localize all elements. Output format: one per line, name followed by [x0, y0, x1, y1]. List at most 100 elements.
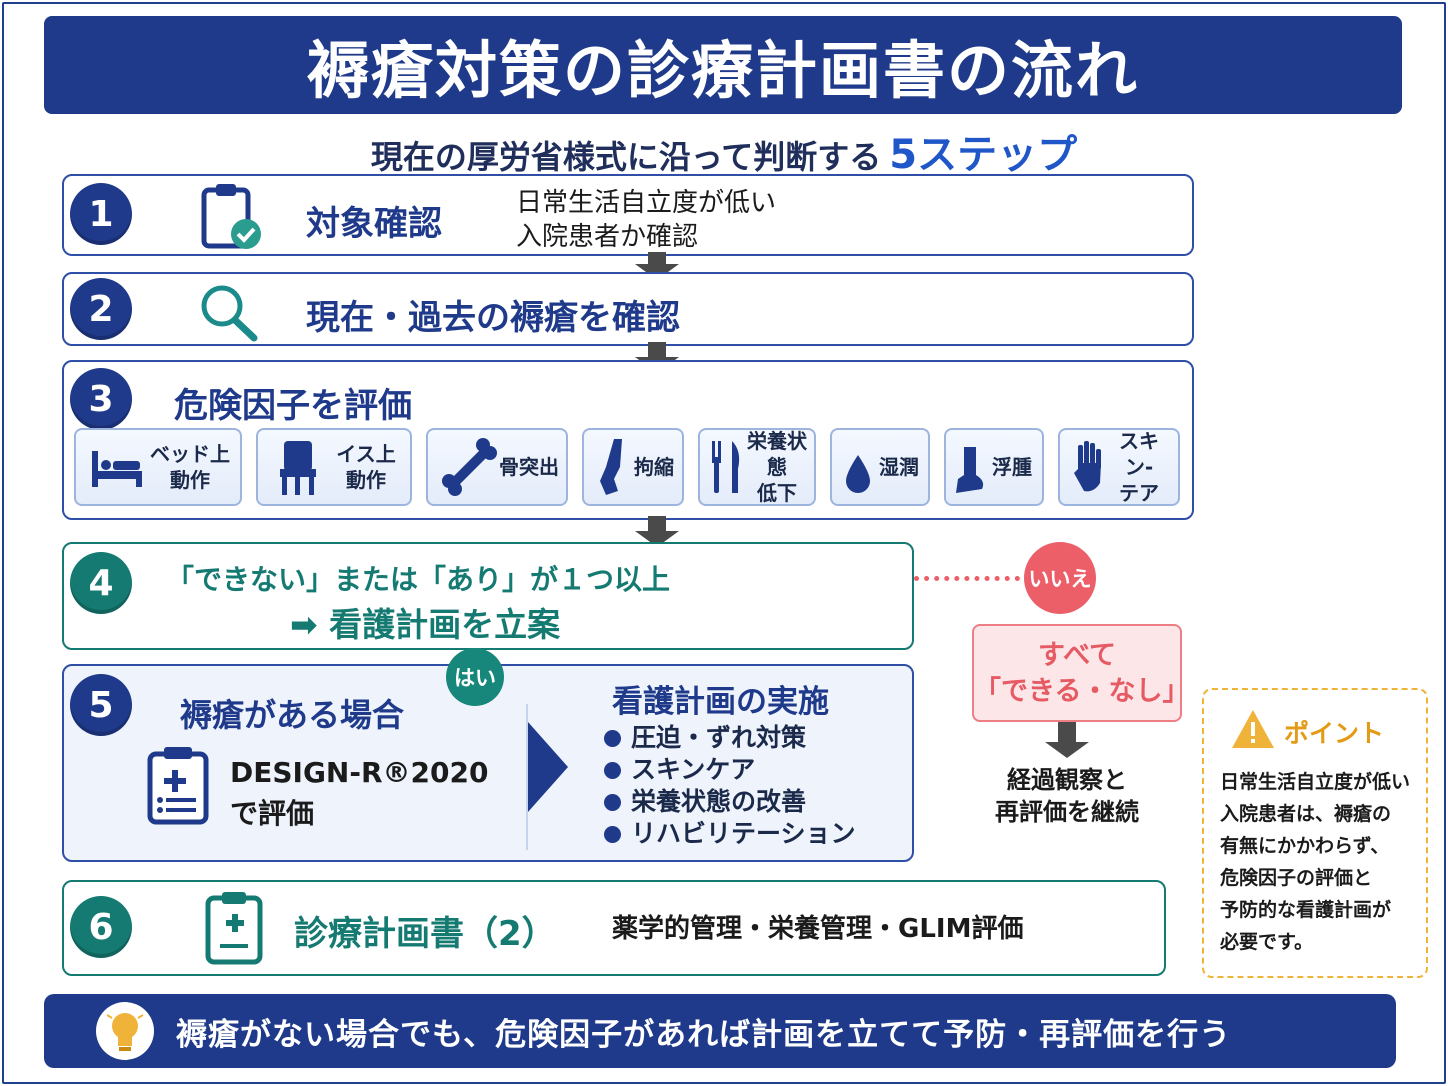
list-item: 圧迫・ずれ対策 — [604, 722, 856, 754]
factor-chair-line2: 動作 — [346, 468, 386, 492]
plan-item-text: 栄養状態の改善 — [631, 787, 807, 816]
fork-knife-icon — [712, 441, 740, 493]
foot-icon — [956, 447, 984, 493]
step-4-number: 4 — [70, 552, 132, 614]
step-4-action: ➡ 看護計画を立案 — [290, 598, 560, 646]
factor-bone: 骨突出 — [426, 428, 568, 506]
factor-nutrition: 栄養状態低下 — [698, 428, 816, 506]
bottom-message: 褥瘡がない場合でも、危険因子があれば計画を立てて予防・再評価を行う — [176, 1016, 1232, 1053]
point-line: 入院患者は、褥瘡の — [1220, 803, 1392, 825]
plan-item-text: 圧迫・ずれ対策 — [631, 723, 807, 752]
factor-skin-tear-line1: スキン- — [1119, 429, 1159, 479]
plan-title: 看護計画の実施 — [612, 684, 829, 720]
factor-bed: ベッド上動作 — [74, 428, 242, 506]
factor-moisture: 湿潤 — [830, 428, 930, 506]
step-5-divider — [526, 704, 528, 850]
all-ok-box: すべて 「できる・なし」 — [972, 624, 1190, 722]
lightbulb-icon — [96, 1002, 154, 1060]
factor-skin-tear-line2: テア — [1119, 481, 1159, 505]
step-6-desc: 薬学的管理・栄養管理・GLIM評価 — [612, 914, 1024, 944]
magnifier-icon — [201, 285, 258, 342]
plan-list: 圧迫・ずれ対策 スキンケア 栄養状態の改善 リハビリテーション — [604, 722, 856, 850]
step-4-arrow-icon: ➡ — [290, 605, 330, 644]
step-3-number: 3 — [70, 368, 132, 430]
subtitle-accent: 5ステップ — [889, 132, 1078, 178]
bullet-icon — [604, 761, 621, 779]
title-banner: 褥瘡対策の診療計画書の流れ — [44, 16, 1402, 114]
point-line: 有無にかかわらず、 — [1220, 835, 1390, 857]
bed-icon — [92, 451, 142, 487]
factor-chair: イス上動作 — [256, 428, 412, 506]
result-line1: 経過観察と — [1007, 766, 1127, 794]
factor-contracture: 拘縮 — [582, 428, 684, 506]
subtitle-text: 現在の厚労省様式に沿って判断する — [370, 138, 882, 176]
point-line: 必要です。 — [1220, 931, 1314, 953]
step-1-title: 対象確認 — [306, 204, 442, 244]
warning-icon — [1232, 710, 1274, 748]
drop-icon — [846, 455, 870, 493]
point-line: 危険因子の評価と — [1220, 867, 1373, 889]
clipboard-medical-icon — [147, 747, 209, 825]
arrow-3-4-shaft — [648, 516, 666, 532]
bottom-banner: 褥瘡がない場合でも、危険因子があれば計画を立てて予防・再評価を行う — [44, 994, 1396, 1068]
point-line: 予防的な看護計画が — [1220, 899, 1392, 921]
clipboard-check-icon — [201, 184, 261, 249]
factor-moisture-label: 湿潤 — [879, 455, 919, 479]
point-box: ポイント 日常生活自立度が低い 入院患者は、褥瘡の 有無にかかわらず、 危険因子… — [1202, 688, 1428, 978]
step-4-condition: 「できない」または「あり」が１つ以上 — [166, 563, 671, 596]
point-title: ポイント — [1284, 719, 1385, 748]
step-1-desc-line1: 日常生活自立度が低い — [516, 188, 777, 218]
factor-edema: 浮腫 — [944, 428, 1044, 506]
list-item: スキンケア — [604, 754, 856, 786]
step-1-number: 1 — [70, 183, 132, 245]
no-badge: いいえ — [1024, 542, 1096, 614]
list-item: 栄養状態の改善 — [604, 786, 856, 818]
no-branch-result: 経過観察と 再評価を継続 — [972, 764, 1162, 828]
step-6-title: 診療計画書（2） — [294, 914, 556, 954]
page-title: 褥瘡対策の診療計画書の流れ — [306, 34, 1139, 107]
factor-nutrition-line1: 栄養状態 — [747, 429, 807, 479]
no-branch-dashed-line — [914, 576, 1030, 581]
arrow-1-2-shaft — [648, 252, 666, 266]
factor-bone-label: 骨突出 — [499, 455, 559, 479]
factor-bed-line1: ベッド上 — [150, 442, 230, 466]
bone-icon — [442, 438, 497, 496]
arrow-2-3-shaft — [648, 342, 666, 358]
chevron-right-icon — [528, 722, 568, 812]
clipboard-plus-icon — [205, 892, 263, 965]
list-item: リハビリテーション — [604, 818, 856, 850]
point-line: 日常生活自立度が低い — [1220, 771, 1411, 793]
arm-icon — [600, 439, 622, 495]
all-ok-line1: すべて — [1037, 640, 1117, 671]
factor-skin-tear: スキン-テア — [1058, 428, 1180, 506]
step-2-title: 現在・過去の褥瘡を確認 — [306, 298, 680, 338]
evaluate-label: で評価 — [230, 797, 315, 830]
hand-icon — [1074, 441, 1101, 492]
step-5-title: 褥瘡がある場合 — [180, 696, 405, 734]
arrow-no-result-head — [1045, 742, 1089, 758]
step-4-box — [62, 542, 914, 650]
factor-chair-line1: イス上 — [336, 442, 396, 466]
step-5-number: 5 — [70, 674, 132, 736]
factor-bed-line2: 動作 — [170, 468, 210, 492]
point-text: 日常生活自立度が低い 入院患者は、褥瘡の 有無にかかわらず、 危険因子の評価と … — [1220, 766, 1410, 958]
all-ok-line2: 「できる・なし」 — [974, 676, 1190, 707]
chair-icon — [280, 441, 316, 495]
step-2-number: 2 — [70, 278, 132, 340]
bullet-icon — [604, 729, 621, 747]
plan-item-text: リハビリテーション — [631, 819, 856, 848]
result-line2: 再評価を継続 — [995, 798, 1139, 826]
design-r-label: DESIGN-R®2020 — [230, 756, 489, 789]
factor-contracture-label: 拘縮 — [634, 455, 674, 479]
step-6-number: 6 — [70, 896, 132, 958]
bullet-icon — [604, 825, 621, 843]
arrow-no-result-shaft — [1058, 722, 1076, 744]
step-4-action-text: 看護計画を立案 — [329, 605, 561, 644]
yes-badge: はい — [446, 648, 504, 706]
factor-nutrition-line2: 低下 — [757, 481, 797, 505]
factor-edema-label: 浮腫 — [992, 455, 1032, 479]
step-3-title: 危険因子を評価 — [174, 386, 412, 426]
bullet-icon — [604, 793, 621, 811]
